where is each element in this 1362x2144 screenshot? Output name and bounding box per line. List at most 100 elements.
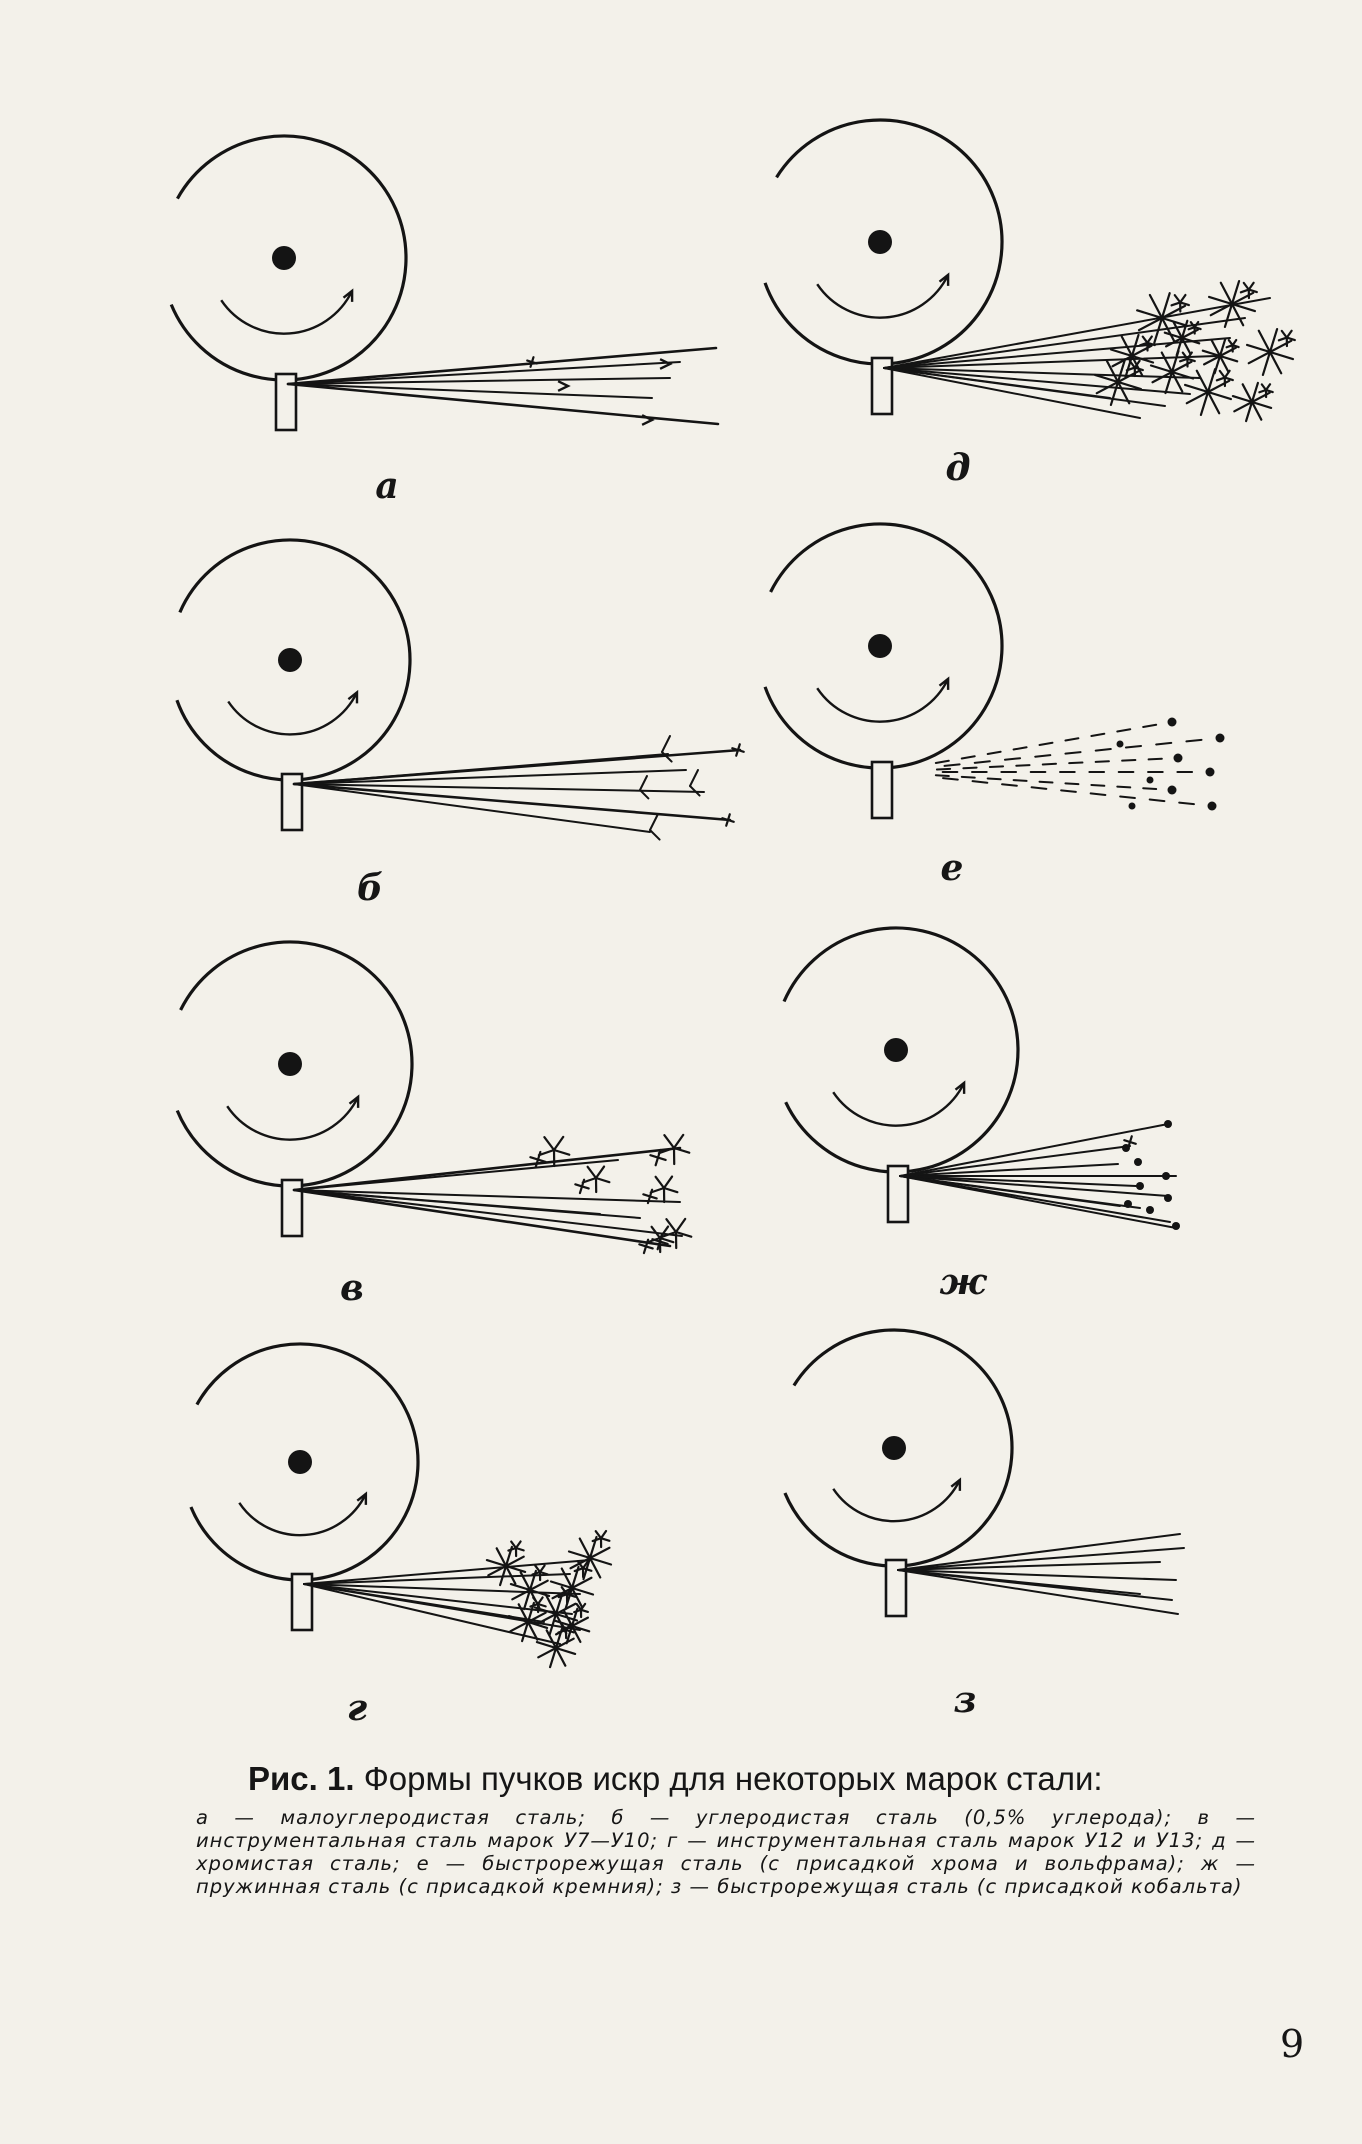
- spark-fork: [689, 769, 699, 787]
- spark-dash: [1116, 785, 1132, 789]
- panel-label-zh: ж: [939, 1261, 987, 1303]
- spark-branch: [662, 1186, 679, 1194]
- spark-burst: [588, 1556, 602, 1579]
- spark-burst-small: [1179, 301, 1190, 307]
- spark-dash: [986, 750, 1002, 755]
- spark-branch-small: [578, 1185, 584, 1195]
- spark-burst: [588, 1546, 611, 1560]
- spark-burst: [522, 1588, 532, 1611]
- spark-dash: [1064, 737, 1080, 742]
- rotation-arrow: [238, 1493, 367, 1537]
- spark-branch-small: [536, 1158, 547, 1164]
- spark-dash: [1034, 754, 1052, 758]
- spark-dash: [1142, 723, 1158, 728]
- spark-dash: [1060, 789, 1077, 793]
- spark-burst-small: [1218, 369, 1226, 379]
- spark-ray: [897, 1569, 1141, 1595]
- rotation-arrow-head: [356, 1491, 368, 1505]
- spark-dash: [1185, 738, 1203, 743]
- spark-burst: [487, 1564, 508, 1577]
- spark-burst: [1241, 383, 1254, 404]
- spark-fork: [649, 813, 659, 831]
- rotation-arrow-head: [954, 1080, 966, 1094]
- spark-ray: [293, 769, 687, 785]
- spark-burst-small: [1285, 329, 1293, 339]
- spark-burst: [1218, 337, 1227, 358]
- spark-burst: [560, 1567, 574, 1590]
- spark-fork: [639, 789, 650, 800]
- spark-ray: [292, 782, 732, 822]
- spark-burst: [1160, 351, 1174, 374]
- panel-label-z: з: [953, 1679, 977, 1721]
- spark-fork: [639, 775, 648, 791]
- spark-burst: [1111, 354, 1134, 368]
- spark-burst-small: [1247, 281, 1255, 291]
- rotation-arrow: [816, 274, 950, 319]
- spark-burst: [1170, 370, 1184, 393]
- spark-branch: [672, 1146, 691, 1154]
- spark-burst: [554, 1637, 575, 1650]
- spark-burst: [520, 1620, 530, 1643]
- steel-bar: [886, 1164, 910, 1224]
- spark-burst-small: [1179, 293, 1187, 304]
- spark-burst: [495, 1547, 508, 1568]
- spark-dash: [1116, 728, 1132, 733]
- wheel-hub: [868, 230, 892, 254]
- spark-burst-small: [1146, 341, 1156, 347]
- spark-branch-small: [648, 1195, 658, 1200]
- spark-branch: [674, 1217, 687, 1234]
- spark-burst: [1206, 390, 1233, 401]
- spark-branch: [659, 1230, 678, 1239]
- steel-bar: [290, 1572, 314, 1632]
- spark-branch: [594, 1165, 606, 1180]
- spark-burst: [570, 1616, 590, 1628]
- spark-burst: [1218, 354, 1230, 374]
- spark-burst: [1180, 336, 1192, 356]
- spark-burst-small: [1179, 357, 1189, 363]
- spark-burst: [565, 1624, 574, 1645]
- spark-burst: [1095, 380, 1120, 395]
- spark-burst: [1164, 370, 1174, 395]
- spark-ray: [293, 1189, 683, 1237]
- spark-burst-small: [538, 1564, 546, 1574]
- spark-burst: [1247, 350, 1272, 365]
- spark-branch: [552, 1148, 571, 1156]
- wheel-unit-d: [763, 118, 1296, 423]
- spark-burst: [1130, 354, 1144, 377]
- spark-burst: [570, 1586, 595, 1596]
- spark-ray: [293, 753, 669, 785]
- spark-burst: [1116, 357, 1127, 384]
- spark-dash: [1041, 762, 1057, 766]
- panel-label-a: а: [375, 465, 399, 507]
- wheel-hub: [288, 1450, 312, 1474]
- spark-burst-small: [579, 1608, 589, 1614]
- spark-dot: [1167, 717, 1177, 727]
- spark-dot: [1124, 1200, 1132, 1208]
- spark-dash: [1030, 786, 1048, 790]
- spark-burst-small: [538, 1570, 549, 1576]
- spark-dash: [960, 755, 976, 760]
- spark-burst-small: [529, 1602, 540, 1608]
- spark-burst-small: [576, 1560, 585, 1570]
- rotation-arrow: [832, 1479, 961, 1523]
- spark-burst-small: [1139, 341, 1149, 347]
- spark-dash: [1068, 761, 1084, 765]
- spark-dot: [1172, 1222, 1180, 1230]
- spark-burst: [1250, 400, 1263, 421]
- spark-burst: [1130, 354, 1155, 364]
- spark-burst: [526, 1611, 547, 1624]
- spark-burst-small: [557, 1593, 569, 1599]
- spark-burst-small: [534, 1564, 542, 1574]
- spark-burst: [1160, 292, 1171, 320]
- spark-burst-small: [1285, 336, 1296, 342]
- spark-branch-small: [574, 1183, 584, 1188]
- spark-burst: [504, 1564, 527, 1574]
- spark-branch: [658, 1225, 670, 1240]
- spark-burst: [1153, 316, 1164, 344]
- spark-burst-small: [1146, 335, 1153, 344]
- grinding-wheel: [783, 1328, 1014, 1568]
- wheel-unit-g: [189, 1342, 613, 1669]
- caption-body: а — малоуглеродистая сталь; б — углероди…: [196, 1806, 1256, 1898]
- grinding-wheel: [763, 522, 1004, 770]
- spark-burst-small: [599, 1529, 608, 1540]
